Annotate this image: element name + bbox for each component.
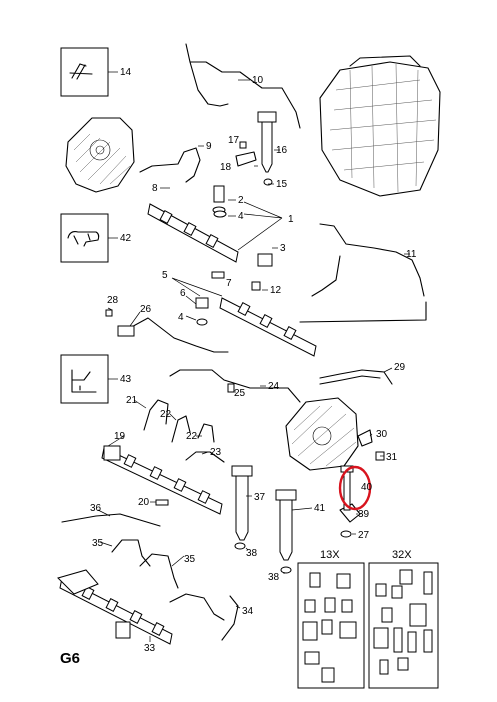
callout-31[interactable]: 31 (386, 452, 398, 463)
fuel-rail-mid[interactable] (219, 297, 317, 357)
bolt-7[interactable] (211, 271, 225, 279)
sensor-2[interactable] (212, 185, 226, 214)
callout-35b[interactable]: 35 (184, 554, 196, 565)
callout-1[interactable]: 1 (288, 214, 294, 225)
callout-37[interactable]: 37 (254, 492, 266, 503)
washer-27[interactable] (340, 530, 352, 538)
valve-3[interactable] (257, 253, 273, 267)
callout-35a[interactable]: 35 (92, 538, 104, 549)
fuel-pipe-11[interactable] (311, 223, 425, 297)
injector-41[interactable] (275, 489, 297, 561)
washer-15[interactable] (263, 178, 273, 186)
callout-17[interactable]: 17 (228, 135, 240, 146)
kit-label-32x[interactable]: 32X (392, 549, 412, 561)
callout-5[interactable]: 5 (162, 270, 168, 281)
callout-9[interactable]: 9 (206, 141, 212, 152)
washer-38a[interactable] (234, 542, 246, 550)
washer-38b[interactable] (280, 566, 292, 574)
seal-4b[interactable] (196, 318, 208, 326)
callout-21[interactable]: 21 (126, 395, 138, 406)
callout-24[interactable]: 24 (268, 381, 280, 392)
callout-43[interactable]: 43 (120, 374, 132, 385)
injector-16[interactable] (257, 111, 277, 173)
callout-3[interactable]: 3 (280, 243, 286, 254)
callout-28[interactable]: 28 (107, 295, 119, 306)
callout-7[interactable]: 7 (226, 278, 232, 289)
callout-18[interactable]: 18 (220, 162, 232, 173)
inset-box-43[interactable] (60, 354, 109, 404)
bracket-30[interactable] (357, 429, 373, 447)
fuel-pipe-21-22-23[interactable] (143, 399, 225, 463)
callout-11[interactable]: 11 (406, 249, 417, 260)
bolt-40[interactable] (340, 465, 354, 511)
sensor-6[interactable] (195, 297, 209, 309)
callout-19[interactable]: 19 (114, 431, 126, 442)
high-pressure-pump-top[interactable] (65, 117, 135, 193)
pressure-sensor-19[interactable] (103, 445, 121, 461)
fuel-pipe-24[interactable] (169, 369, 301, 403)
callout-4a[interactable]: 4 (238, 211, 244, 222)
kit-box-32x[interactable] (368, 562, 439, 689)
kit-label-13x[interactable]: 13X (320, 549, 340, 561)
callout-38b[interactable]: 38 (268, 572, 280, 583)
fuel-pipe-10[interactable] (185, 43, 301, 129)
bolt-12[interactable] (251, 281, 261, 291)
callout-4b[interactable]: 4 (178, 312, 184, 323)
sensor-26[interactable] (117, 325, 135, 337)
callout-labels: 14 10 9 17 16 18 15 8 2 4 1 42 3 11 5 7 … (60, 67, 417, 667)
fuel-pipe-leak-line[interactable] (299, 301, 427, 323)
callout-12[interactable]: 12 (270, 285, 282, 296)
callout-25[interactable]: 25 (234, 388, 246, 399)
callout-41[interactable]: 41 (314, 503, 326, 514)
bolt-20[interactable] (155, 499, 169, 506)
callout-15[interactable]: 15 (276, 179, 288, 190)
callout-29[interactable]: 29 (394, 362, 406, 373)
pressure-sensor-33[interactable] (57, 569, 131, 639)
injector-37[interactable] (231, 465, 253, 541)
high-pressure-pump-side[interactable] (285, 397, 359, 471)
bolt-25[interactable] (227, 383, 235, 393)
fuel-rail-upper[interactable] (147, 203, 239, 263)
fuel-pipe-9[interactable] (139, 147, 201, 183)
engine-block[interactable] (319, 55, 441, 197)
highlight-circle-40 (338, 465, 372, 511)
leader-lines (97, 71, 410, 642)
bolt-28[interactable] (105, 309, 113, 317)
callout-22b[interactable]: 22 (186, 431, 198, 442)
seal-4[interactable] (213, 210, 227, 218)
callout-8[interactable]: 8 (152, 183, 158, 194)
callout-38a[interactable]: 38 (246, 548, 258, 559)
callout-34[interactable]: 34 (242, 606, 254, 617)
callout-22a[interactable]: 22 (160, 409, 172, 420)
inset-box-42[interactable] (60, 213, 109, 263)
callout-20[interactable]: 20 (138, 497, 150, 508)
callout-14[interactable]: 14 (120, 67, 132, 78)
inset-box-14[interactable] (60, 47, 109, 97)
callout-23[interactable]: 23 (210, 447, 222, 458)
page-code: G6 (60, 650, 80, 667)
callout-33[interactable]: 33 (144, 643, 156, 654)
fuel-rail-bottom[interactable] (59, 577, 173, 645)
fuel-rail-lower[interactable] (101, 447, 223, 515)
kit-box-13x[interactable] (297, 562, 365, 689)
callout-10[interactable]: 10 (252, 75, 264, 86)
bracket-18[interactable] (235, 151, 257, 167)
callout-6[interactable]: 6 (180, 288, 186, 299)
callout-2[interactable]: 2 (238, 195, 244, 206)
fuel-pipe-36[interactable] (61, 513, 161, 527)
callout-16[interactable]: 16 (276, 145, 288, 156)
callout-26[interactable]: 26 (140, 304, 152, 315)
return-hose-29[interactable] (319, 369, 393, 385)
callout-30[interactable]: 30 (376, 429, 388, 440)
callout-27[interactable]: 27 (358, 530, 370, 541)
callout-42[interactable]: 42 (120, 233, 132, 244)
callout-36[interactable]: 36 (90, 503, 102, 514)
callout-39[interactable]: 39 (358, 509, 370, 520)
fuel-pipe-34-35[interactable] (111, 539, 239, 641)
fuel-pipe-26[interactable] (125, 317, 229, 353)
callout-40[interactable]: 40 (361, 482, 373, 493)
bolt-17[interactable] (239, 141, 247, 149)
